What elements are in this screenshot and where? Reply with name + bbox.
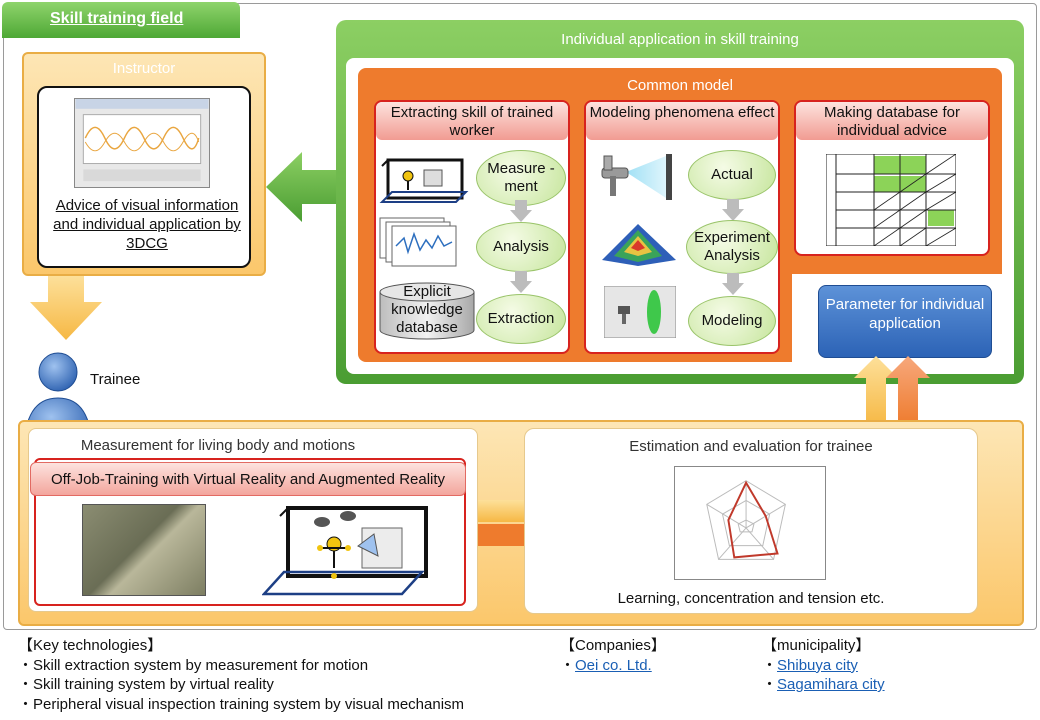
skill-training-field-tab[interactable]: Skill training field	[2, 2, 240, 38]
step-actual: Actual	[688, 150, 776, 200]
connector-yellow	[478, 500, 526, 522]
municipality-item: ・Shibuya city	[762, 656, 962, 676]
training-photo	[82, 504, 206, 596]
ojt-label: Off-Job-Training with Virtual Reality an…	[30, 462, 466, 496]
bullet: ・	[560, 656, 576, 674]
graph-documents-icon	[379, 217, 457, 267]
3d-surface-plot-icon	[602, 224, 676, 266]
estimation-footer: Learning, concentration and tension etc.	[617, 590, 885, 607]
individual-application-title: Individual application in skill training	[561, 31, 799, 48]
making-database-header: Making database for individual advice	[796, 102, 988, 140]
arrow-down-icon	[722, 273, 744, 295]
municipality-link[interactable]: Sagamihara city	[777, 676, 885, 693]
database-table-icon	[826, 154, 956, 246]
trainee-label: Trainee	[90, 371, 141, 388]
arrow-down-icon	[722, 199, 744, 221]
municipality-item: ・Sagamihara city	[762, 675, 962, 695]
bullet: ・	[762, 656, 778, 674]
measurement-title: Measurement for living body and motions	[80, 437, 356, 454]
step-experiment-analysis: Experiment Analysis	[686, 220, 778, 274]
estimation-title: Estimation and evaluation for trainee	[629, 438, 873, 455]
spray-gun-icon	[601, 154, 672, 200]
screen-thumbnail	[74, 98, 210, 188]
database-cylinder-icon	[379, 282, 475, 340]
arrow-down-icon	[510, 200, 532, 222]
municipality-link[interactable]: Shibuya city	[777, 656, 858, 674]
key-tech-item: ・Skill extraction system by measurement …	[18, 656, 369, 674]
connector-orange	[478, 524, 526, 546]
bullet: ・	[762, 676, 778, 693]
common-model-title: Common model	[627, 77, 733, 94]
arrow-down-icon	[510, 271, 532, 293]
left-arrow-to-instructor	[266, 152, 338, 222]
municipality-title: 【municipality】	[762, 637, 871, 654]
spray-simulation-icon	[604, 286, 676, 338]
radar-chart-icon	[674, 466, 826, 580]
key-tech-item: ・Peripheral visual inspection training s…	[18, 695, 465, 713]
down-arrow-to-trainee	[30, 276, 102, 340]
database-label: Explicit knowledge database	[391, 283, 463, 336]
step-modeling: Modeling	[688, 296, 776, 346]
vr-training-cube-icon	[262, 506, 428, 596]
vr-cube-icon	[379, 158, 469, 203]
municipality: 【municipality】 ・Shibuya city ・Sagamihara…	[762, 636, 962, 695]
key-tech-item: ・Skill training system by virtual realit…	[18, 676, 274, 693]
modeling-phenomena-header: Modeling phenomena effect	[586, 102, 778, 140]
extracting-skill-header: Extracting skill of trained worker	[376, 102, 568, 140]
instructor-title: Instructor	[112, 60, 176, 77]
instructor-caption: Advice of visual information and individ…	[53, 197, 241, 252]
step-measurement: Measure -ment	[476, 150, 566, 206]
company-link[interactable]: Oei co. Ltd.	[575, 656, 652, 674]
step-extraction: Extraction	[476, 294, 566, 344]
companies: 【Companies】 ・Oei co. Ltd.	[560, 636, 740, 675]
companies-title: 【Companies】	[560, 637, 666, 654]
key-technologies: 【Key technologies】 ・Skill extraction sys…	[18, 636, 538, 714]
company-item: ・Oei co. Ltd.	[560, 656, 740, 676]
key-technologies-title: 【Key technologies】	[18, 637, 163, 654]
step-analysis: Analysis	[476, 222, 566, 272]
up-arrows-to-parameter	[854, 356, 930, 426]
parameter-box: Parameter for individual application	[818, 285, 992, 358]
